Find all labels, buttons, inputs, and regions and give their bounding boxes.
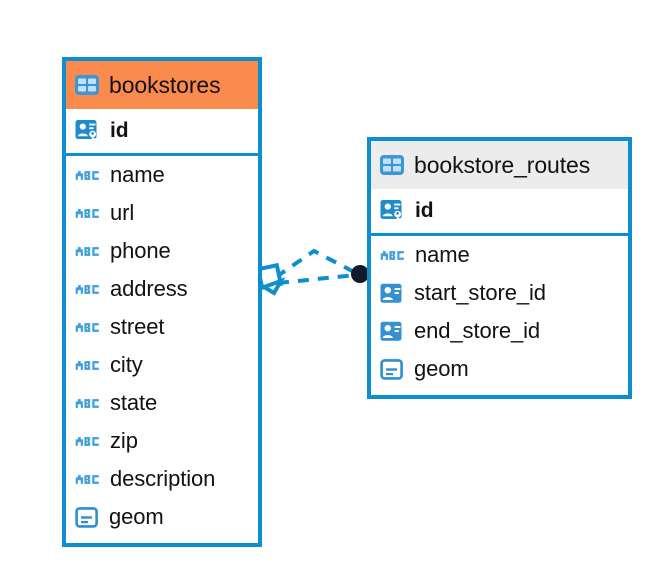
field-list: name url xyxy=(66,156,258,543)
text-type-icon xyxy=(75,245,101,258)
field-label: id xyxy=(110,119,129,142)
field-label: name xyxy=(415,242,470,267)
field-label: phone xyxy=(110,238,171,263)
field-row-description[interactable]: description xyxy=(66,460,258,498)
text-type-icon xyxy=(75,321,101,334)
field-row-zip[interactable]: zip xyxy=(66,422,258,460)
field-row-name[interactable]: name xyxy=(66,156,258,194)
field-label: city xyxy=(110,352,143,377)
field-label: start_store_id xyxy=(414,280,546,305)
field-row-phone[interactable]: phone xyxy=(66,232,258,270)
field-row-street[interactable]: street xyxy=(66,308,258,346)
relationship-line-straight xyxy=(277,273,357,285)
field-row-primary-key[interactable]: id xyxy=(66,109,258,153)
field-row-primary-key[interactable]: id xyxy=(371,189,628,233)
field-label: geom xyxy=(414,356,469,381)
foreign-key-icon xyxy=(380,283,405,304)
text-type-icon xyxy=(75,473,101,486)
primary-key-icon xyxy=(75,119,101,143)
field-row-city[interactable]: city xyxy=(66,346,258,384)
entity-bookstores[interactable]: bookstores id xyxy=(62,57,262,547)
field-label: name xyxy=(110,162,165,187)
geometry-type-icon xyxy=(380,358,405,381)
field-label: zip xyxy=(110,428,138,453)
field-label: address xyxy=(110,276,188,301)
text-type-icon xyxy=(75,359,101,372)
field-row-url[interactable]: url xyxy=(66,194,258,232)
text-type-icon xyxy=(75,397,101,410)
entity-title: bookstore_routes xyxy=(414,151,591,178)
field-row-name[interactable]: name xyxy=(371,236,628,274)
primary-key-section: id xyxy=(371,189,628,236)
field-label: description xyxy=(110,466,216,491)
field-row-start-store-id[interactable]: start_store_id xyxy=(371,274,628,312)
entity-header-bookstore-routes[interactable]: bookstore_routes xyxy=(371,141,628,189)
text-type-icon xyxy=(75,207,101,220)
primary-key-icon xyxy=(380,199,406,223)
field-row-state[interactable]: state xyxy=(66,384,258,422)
relationship-connector[interactable] xyxy=(255,243,376,305)
table-icon xyxy=(74,74,100,96)
text-type-icon xyxy=(75,169,101,182)
entity-header-bookstores[interactable]: bookstores xyxy=(66,61,258,109)
field-label: state xyxy=(110,390,158,415)
entity-title: bookstores xyxy=(109,71,221,98)
one-diamond-marker xyxy=(255,262,286,296)
relationship-line-branch xyxy=(274,248,357,279)
entity-bookstore-routes[interactable]: bookstore_routes xyxy=(367,137,632,399)
text-type-icon xyxy=(380,249,406,262)
field-list: name start_store_id xyxy=(371,236,628,395)
field-row-geom[interactable]: geom xyxy=(371,350,628,388)
field-label: geom xyxy=(109,504,164,529)
field-label: id xyxy=(415,199,434,222)
many-circle-marker xyxy=(351,265,369,283)
field-label: end_store_id xyxy=(414,318,541,343)
field-label: street xyxy=(110,314,165,339)
field-label: url xyxy=(110,200,135,225)
primary-key-section: id xyxy=(66,109,258,156)
field-row-address[interactable]: address xyxy=(66,270,258,308)
geometry-type-icon xyxy=(75,506,100,529)
text-type-icon xyxy=(75,283,101,296)
table-icon xyxy=(379,154,405,176)
text-type-icon xyxy=(75,435,101,448)
field-row-end-store-id[interactable]: end_store_id xyxy=(371,312,628,350)
field-row-geom[interactable]: geom xyxy=(66,498,258,536)
foreign-key-icon xyxy=(380,321,405,342)
